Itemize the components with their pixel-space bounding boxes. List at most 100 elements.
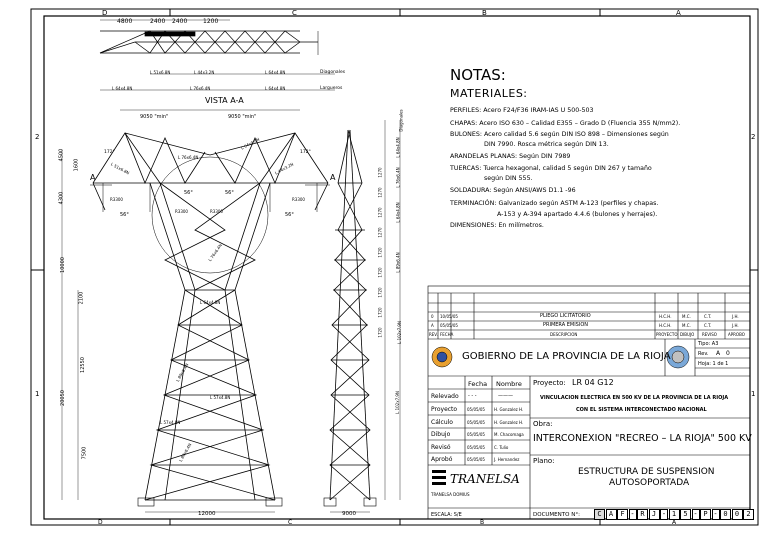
document-char: C bbox=[594, 509, 605, 520]
sheet-rev-value: A bbox=[716, 350, 721, 357]
rev-reviso: C.T. bbox=[704, 314, 712, 319]
rev-value: 0 bbox=[431, 314, 434, 319]
height-dim: 10000 bbox=[59, 257, 66, 273]
panel-dim: 1720 bbox=[377, 307, 383, 318]
row-label-right-1: 1 bbox=[751, 390, 756, 398]
angle-label: 172° bbox=[104, 150, 115, 155]
row-nombre: J. Hernandez bbox=[494, 457, 520, 462]
row-fecha: 05/05/05 bbox=[467, 457, 485, 462]
height-dim: 20050 bbox=[59, 390, 66, 406]
company-sub: TRANELSA DOMIUS bbox=[431, 492, 470, 497]
row-label-right-2: 2 bbox=[751, 133, 756, 141]
note-line: ARANDELAS PLANAS: Según DIN 7989 bbox=[450, 153, 571, 160]
row-fecha: - - - bbox=[468, 393, 477, 399]
col-label-bottom-a: A bbox=[672, 519, 677, 526]
rev-dibujo: M.C. bbox=[682, 314, 691, 319]
note-line: CHAPAS: Acero ISO 630 – Calidad E355 – G… bbox=[450, 120, 681, 127]
plan-member-label: L 64x4.8N bbox=[112, 86, 133, 91]
document-char: 2 bbox=[743, 509, 754, 520]
row-nombre: H. Gonzalez H. bbox=[494, 407, 524, 412]
section-marker-a: A bbox=[90, 173, 96, 182]
row-fecha: 05/05/05 bbox=[467, 445, 485, 450]
col-label-c: C bbox=[292, 9, 297, 17]
rev-date: 10/05/05 bbox=[440, 314, 458, 319]
panel-dim: 1720 bbox=[377, 267, 383, 278]
document-char: J bbox=[648, 509, 660, 520]
view-title: VISTA A-A bbox=[205, 96, 244, 105]
col-label-bottom-c: C bbox=[288, 519, 293, 526]
document-char: 1 bbox=[668, 509, 680, 520]
row-label-1: 1 bbox=[35, 390, 40, 398]
angle-label: 56° bbox=[120, 212, 129, 218]
panel-dim: 1270 bbox=[377, 227, 383, 238]
height-dim: 4500 bbox=[58, 148, 65, 162]
rev-header: REVISO bbox=[702, 332, 717, 337]
tranelsa-logo bbox=[432, 470, 446, 485]
note-line: TUERCAS: Tuerca hexagonal, calidad 5 seg… bbox=[450, 165, 652, 172]
document-char: - bbox=[628, 509, 637, 520]
plan-member-label: L 76x6.4N bbox=[190, 86, 211, 91]
rev-header: FECHA bbox=[440, 332, 454, 337]
side-member-label: L 76x6.4N bbox=[395, 167, 401, 188]
front-member-label: L 64x4.8N bbox=[200, 300, 221, 305]
col-label-bottom-d: D bbox=[98, 519, 103, 526]
rev-date: 05/05/05 bbox=[440, 323, 458, 328]
note-line: DIMENSIONES: En milímetros. bbox=[450, 222, 544, 229]
row-label: Proyecto bbox=[431, 406, 458, 413]
front-member-label: L 57x4.8N bbox=[210, 395, 231, 400]
government-title: GOBIERNO DE LA PROVINCIA DE LA RIOJA bbox=[462, 351, 671, 362]
crossarm-dim: 9050 "min" bbox=[228, 114, 257, 120]
row-label: Aprobó bbox=[431, 456, 453, 463]
obra-label: Obra: bbox=[533, 420, 553, 428]
angle-label: 56° bbox=[225, 190, 234, 196]
row-fecha: 05/05/05 bbox=[467, 420, 485, 425]
height-dim: 12550 bbox=[79, 357, 86, 373]
plan-view bbox=[99, 19, 335, 91]
side-member-label: L 64x4.8N bbox=[395, 202, 401, 223]
province-seal bbox=[666, 345, 690, 369]
province-logo bbox=[431, 346, 453, 368]
rev-dibujo: M.C. bbox=[682, 323, 691, 328]
crossarm-dim: 9050 "min" bbox=[140, 114, 169, 120]
panel-dim: 1270 bbox=[377, 167, 383, 178]
col-label-d: D bbox=[102, 9, 108, 17]
title-block-grid bbox=[427, 285, 751, 520]
document-char: R bbox=[637, 509, 648, 520]
document-char: - bbox=[711, 509, 720, 520]
proyecto-code: LR 04 G12 bbox=[572, 378, 614, 387]
height-dim: 1600 bbox=[73, 158, 80, 172]
section-marker-a: A bbox=[330, 173, 336, 182]
note-line: DIN 7990. Rosca métrica según DIN 13. bbox=[484, 141, 609, 148]
side-member-label: L 89x6.4N bbox=[395, 252, 401, 273]
row-fecha: 05/05/05 bbox=[467, 407, 485, 412]
plan-member-label: L 51x6.8N bbox=[150, 70, 171, 75]
rev-header: DIBUJO bbox=[680, 332, 695, 337]
plan-member-label: L 64x4.8N bbox=[265, 70, 286, 75]
row-nombre: H. Gonzalez H. bbox=[494, 420, 524, 425]
note-line: PERFILES: Acero F24/F36 IRAM-IAS U 500-5… bbox=[450, 107, 594, 114]
row-label: Relevado bbox=[431, 393, 459, 400]
document-char: A bbox=[605, 509, 617, 520]
note-line: TERMINACIÓN: Galvanizado según ASTM A-12… bbox=[450, 200, 659, 207]
base-width-dim: 12000 bbox=[198, 511, 216, 517]
scale: ESCALA: S/E bbox=[431, 512, 462, 518]
note-line: SOLDADURA: Según ANSI/AWS D1.1 -96 bbox=[450, 187, 576, 194]
row-label: Cálculo bbox=[431, 419, 453, 426]
document-char: 0 bbox=[731, 509, 743, 520]
sheet-rev-label: Rev. bbox=[698, 351, 709, 357]
document-char: 5 bbox=[680, 509, 691, 520]
side-member-label: L 64x4.8N bbox=[395, 137, 401, 158]
rev-desc: PLIEGO LICITATORIO bbox=[540, 313, 591, 319]
rev-desc: PRIMERA EMISION bbox=[543, 322, 588, 328]
rev-header: DESCRIPCION bbox=[550, 332, 578, 337]
rev-aprobo: J.H. bbox=[732, 323, 739, 328]
panel-dim: 1720 bbox=[377, 247, 383, 258]
notes-title: NOTAS: bbox=[450, 66, 506, 84]
radius-label: R3300 bbox=[210, 209, 223, 214]
note-line: BULONES: Acero calidad 5.6 según DIN ISO… bbox=[450, 131, 669, 138]
rev-header: APROBO bbox=[728, 332, 745, 337]
height-dim: 2100 bbox=[78, 291, 85, 305]
row-label: Dibujo bbox=[431, 431, 451, 438]
